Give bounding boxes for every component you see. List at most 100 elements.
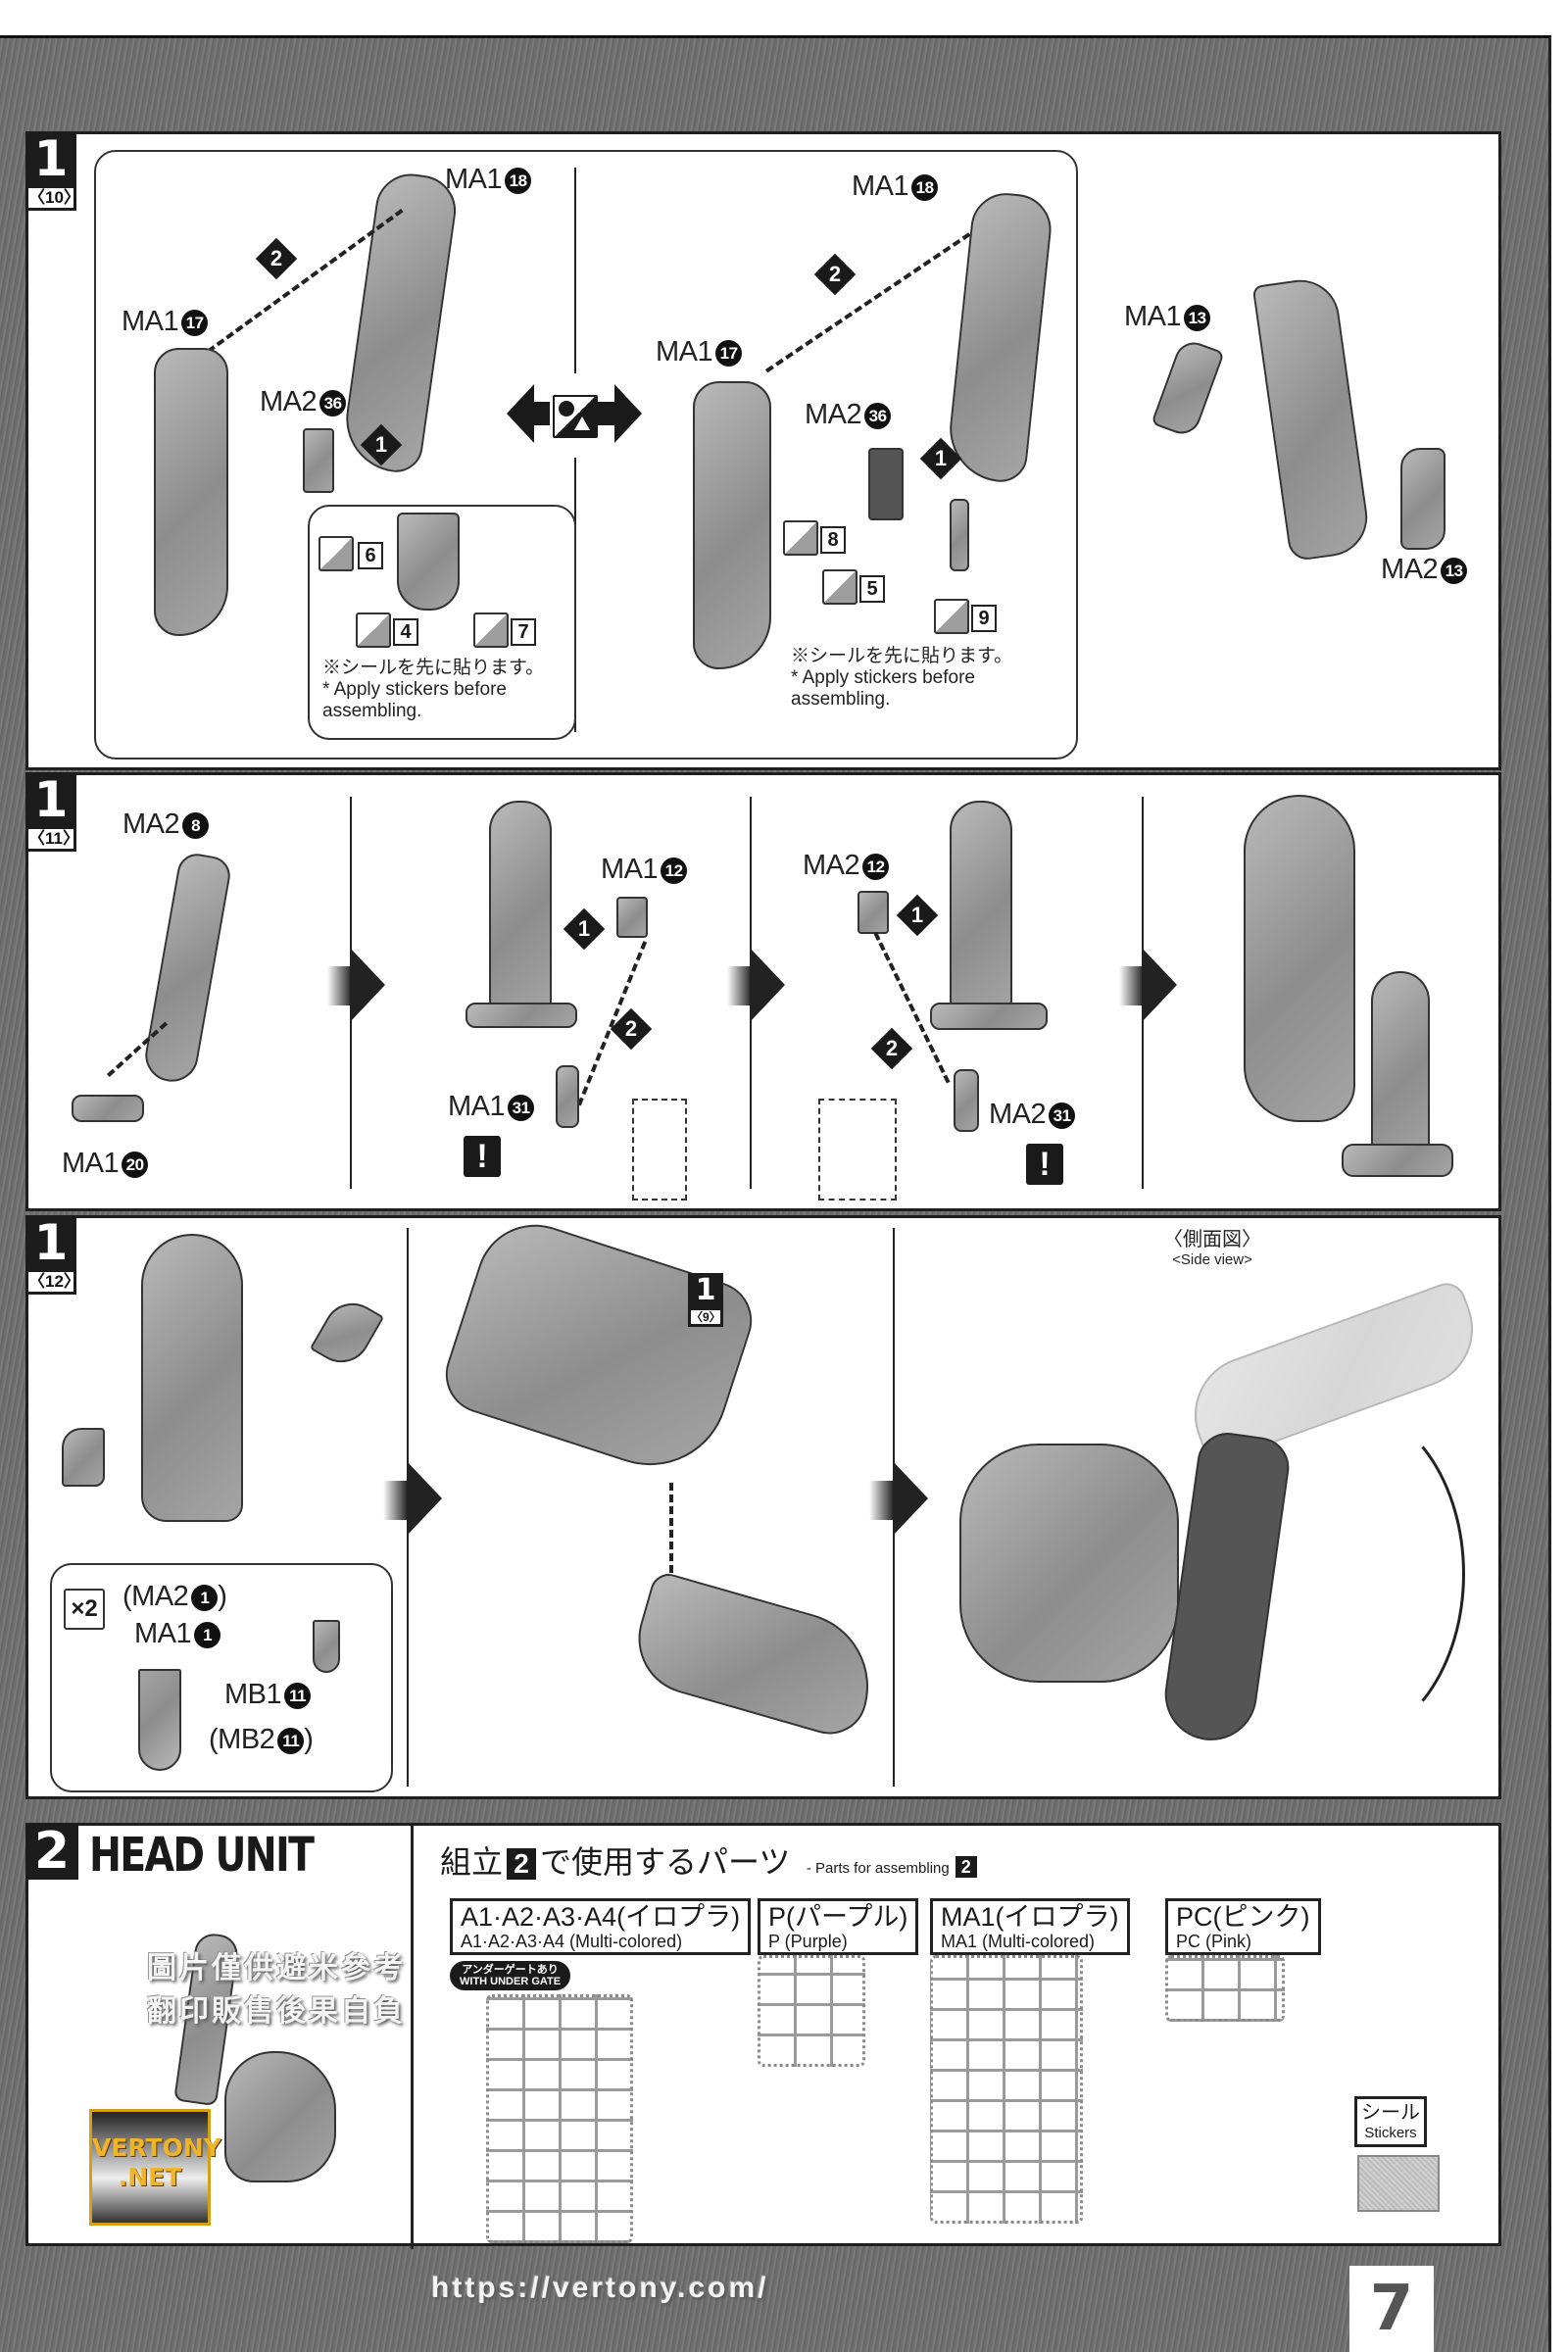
step-number: 1 [695,1273,716,1307]
next-step-arrow-icon [407,1461,442,1536]
next-step-arrow-icon [750,948,785,1022]
parts-group-en: A1·A2·A3·A4 (Multi-colored) [461,1932,683,1951]
parts-heading-en: - Parts for assembling [806,1860,950,1877]
small-part-illustration [616,897,648,938]
wing-part-illustration [154,348,228,636]
step-badge: 1 〈11〉 [25,771,79,852]
sticker-number: 7 [511,618,536,646]
warning-icon: ! [1026,1144,1063,1185]
sticker-icon [934,599,969,634]
assembled-model-illustration [959,1444,1179,1683]
sticker-icon [783,520,818,556]
parts-group-pc: PC(ピンク) PC (Pink) [1165,1898,1321,1955]
small-part-illustration [868,448,904,520]
warning-icon: ! [464,1136,501,1177]
order-marker: 1 [896,894,939,937]
multiplier-badge: ×2 [64,1589,105,1630]
reference-step-badge: 1 〈9〉 [688,1273,723,1327]
parts-heading-jp-post: で使用するパーツ [540,1844,791,1880]
alternate-option-icon [507,384,644,443]
watermark-url: https://vertony.com/ [431,2272,769,2304]
step-substep: 〈10〉 [26,186,80,210]
step-substep: 〈11〉 [26,827,79,851]
stickers-jp: シール [1361,2102,1420,2124]
step-number: 1 [33,771,69,828]
parts-heading-jp: 組立 [440,1844,504,1880]
order-marker: 2 [255,237,298,280]
small-part-illustration [954,1069,979,1132]
next-step-arrow-stem [327,966,351,1005]
page-edge-right [1548,37,1551,2352]
note-en: * Apply stickers before assembling. [791,667,975,710]
detail-callout [632,1099,687,1200]
order-marker: 1 [919,437,962,480]
wing-part-illustration [1371,971,1430,1171]
sticker-number: 6 [358,542,383,569]
order-marker: 2 [870,1027,913,1070]
sticker-sheet-illustration [1357,2155,1440,2212]
fin-part-illustration [138,1669,181,1771]
parts-heading-num-en: 2 [955,1856,977,1878]
next-step-arrow-stem [1119,966,1143,1005]
parts-group-jp: PC(ピンク) [1176,1902,1310,1932]
sticker-icon [356,612,391,648]
parts-group-jp: MA1(イロプラ) [941,1902,1119,1932]
section-divider [411,1826,414,2249]
joint-part-illustration [72,1095,144,1122]
option-divider [574,168,576,373]
torso-assembly-illustration [435,1209,762,1486]
order-marker: 2 [813,253,857,296]
small-part-illustration [556,1065,579,1128]
parts-group-en: P (Purple) [768,1932,848,1951]
watermark-text: 翻印販售後果自負 [147,1995,406,2028]
wing-body-illustration [141,1234,243,1522]
logo-line2: .NET [118,2163,182,2191]
sprue-illustration-a [486,1994,633,2243]
sprue-illustration-ma1 [930,1955,1083,2224]
step-substep: 〈9〉 [689,1308,722,1326]
detail-callout [50,1563,393,1792]
sticker-callout [308,505,576,740]
next-step-arrow-icon [1142,948,1177,1022]
step-badge: 1 〈12〉 [25,1214,80,1295]
section-title: HEAD UNIT [89,1828,315,1883]
order-marker: 1 [360,423,403,466]
step-substep: 〈12〉 [26,1270,80,1294]
small-part-illustration [303,428,334,493]
sprue-illustration-pc [1165,1955,1285,2022]
wing-part-illustration [693,381,771,669]
sticker-number: 8 [820,526,846,554]
sticker-detail-illustration [397,513,460,611]
parts-group-en: PC (Pink) [1176,1932,1252,1951]
next-step-arrow-icon [893,1461,928,1536]
page-edge-top [0,35,1551,38]
sticker-note: ※シールを先に貼ります。 * Apply stickers before ass… [791,646,1036,710]
step-number: 1 [33,130,69,187]
fin-part-illustration [62,1428,105,1487]
order-marker: 1 [563,907,606,951]
sticker-note: ※シールを先に貼ります。 * Apply stickers before ass… [322,658,567,722]
fin-part-illustration [309,1292,385,1374]
note-jp: ※シールを先に貼ります。 [791,646,1013,666]
next-step-arrow-stem [383,1481,407,1520]
next-step-arrow-stem [869,1481,893,1520]
note-jp: ※シールを先に貼ります。 [322,658,545,678]
sticker-number: 4 [393,618,418,646]
next-step-arrow-stem [727,966,751,1005]
step-number: 1 [33,1214,69,1271]
